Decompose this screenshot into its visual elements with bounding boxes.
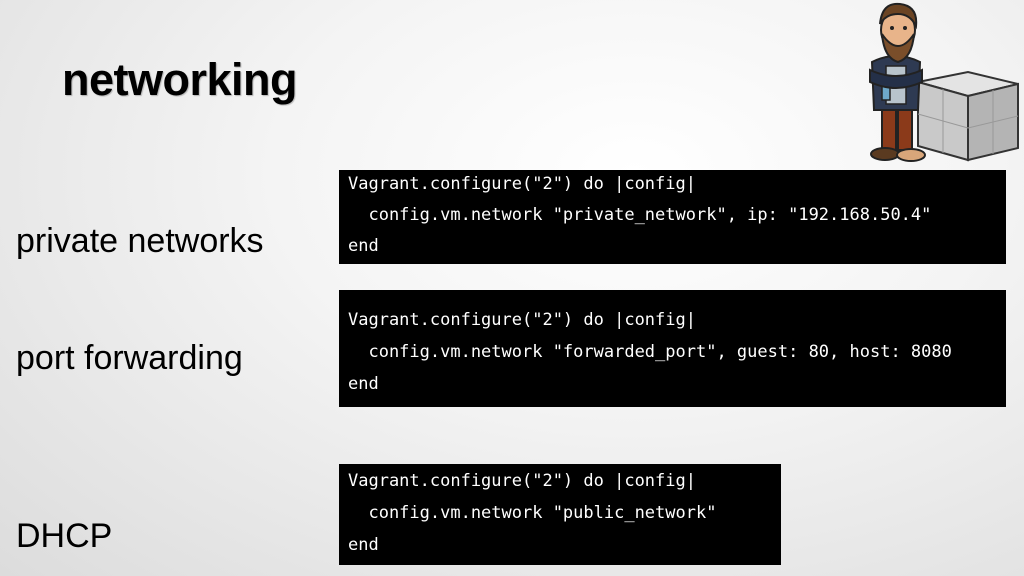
code-block-public-network: Vagrant.configure("2") do |config| confi… bbox=[339, 464, 781, 565]
code-line: Vagrant.configure("2") do |config| bbox=[348, 174, 696, 194]
code-line: config.vm.network "forwarded_port", gues… bbox=[348, 342, 952, 362]
vagrant-mascot-icon bbox=[869, 2, 1019, 162]
code-line: end bbox=[348, 374, 379, 394]
label-dhcp: DHCP bbox=[16, 517, 113, 555]
code-block-private-network: Vagrant.configure("2") do |config| confi… bbox=[339, 170, 1006, 264]
code-line: Vagrant.configure("2") do |config| bbox=[348, 310, 696, 330]
label-private-networks: private networks bbox=[16, 222, 264, 260]
code-block-port-forwarding: Vagrant.configure("2") do |config| confi… bbox=[339, 290, 1006, 407]
code-line: end bbox=[348, 236, 379, 256]
code-line: end bbox=[348, 535, 379, 555]
code-line: Vagrant.configure("2") do |config| bbox=[348, 471, 696, 491]
code-line: config.vm.network "public_network" bbox=[348, 503, 717, 523]
box-icon bbox=[917, 70, 1019, 162]
label-port-forwarding: port forwarding bbox=[16, 339, 243, 377]
code-line: config.vm.network "private_network", ip:… bbox=[348, 205, 932, 225]
slide-title: networking bbox=[62, 54, 298, 105]
